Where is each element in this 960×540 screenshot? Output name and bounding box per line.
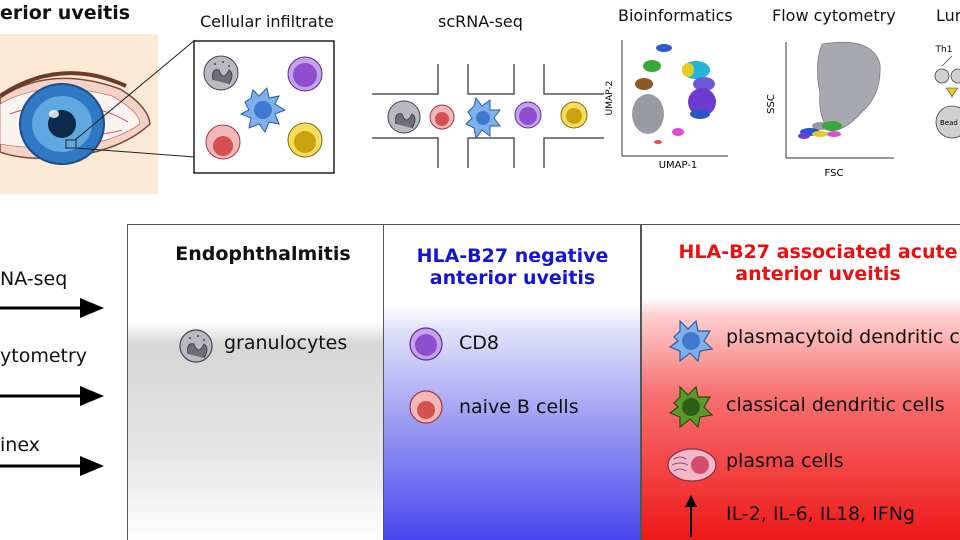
arrow-right-icon: [0, 456, 104, 476]
step-label-bioinformatics: Bioinformatics: [618, 6, 733, 25]
flow-xlabel: FSC: [825, 168, 844, 179]
method-label-luminex: inex: [0, 434, 40, 456]
cell-label-classical-dendritic: classical dendritic cells: [726, 394, 945, 416]
panel-hla-b27-associated: HLA-B27 associated acute anterior uveiti…: [641, 224, 960, 540]
luminex-top-label: Th1: [935, 45, 953, 55]
plasmacytoid-dendritic-cell-icon: [239, 86, 287, 134]
cd8-cell-icon: [514, 101, 542, 129]
cytokine-list: IL-2, IL-6, IL18, IFNg: [726, 503, 916, 525]
eye-illustration: [0, 34, 158, 194]
cell-label-cd8: CD8: [459, 332, 499, 354]
naive-b-cell-icon: [409, 390, 443, 424]
step-label-cellular-infiltrate: Cellular infiltrate: [200, 12, 334, 31]
umap-plot: UMAP-2 UMAP-1: [605, 40, 728, 171]
panel-title-line: Endophthalmitis: [175, 243, 351, 265]
granulocyte-icon: [203, 55, 239, 91]
panel-endophthalmitis: Endophthalmitis granulocytes: [127, 224, 384, 540]
cd8-cell-icon: [287, 56, 323, 92]
yellow-cell-icon: [287, 122, 323, 158]
cell-label-granulocytes: granulocytes: [224, 332, 348, 354]
flow-cytometry-plot: SSC FSC: [766, 41, 894, 179]
panel-hla-b27-negative: HLA-B27 negative anterior uveitis CD8 na…: [384, 224, 641, 540]
plasmacytoid-dendritic-cell-icon: [465, 96, 501, 140]
up-arrow-icon: [685, 495, 697, 537]
cell-label-plasma-cells: plasma cells: [726, 450, 844, 472]
classical-dendritic-cell-icon: [668, 385, 714, 429]
panel-title-line: HLA-B27 associated acute: [678, 241, 958, 263]
panel-title-hla-b27-associated: HLA-B27 associated acute anterior uveiti…: [642, 241, 960, 285]
step-label-scrna-seq: scRNA-seq: [438, 12, 523, 31]
microfluidic-channel: [372, 64, 604, 168]
cell-label-plasmacytoid-dendritic: plasmacytoid dendritic c: [726, 326, 960, 348]
panel-title-line: HLA-B27 negative: [416, 245, 609, 267]
luminex-bead-label: Bead: [940, 119, 958, 127]
umap-xlabel: UMAP-1: [659, 160, 698, 171]
arrow-right-icon: [0, 386, 104, 406]
flow-ylabel: SSC: [766, 94, 777, 114]
naive-b-cell-icon: [429, 104, 455, 130]
plasmacytoid-dendritic-cell-icon: [668, 319, 714, 363]
arrow-right-icon: [0, 298, 104, 318]
cd8-cell-icon: [409, 327, 443, 361]
granulocyte-icon: [387, 100, 421, 134]
page-title: erior uveitis: [0, 2, 131, 24]
naive-b-cell-icon: [205, 124, 241, 160]
cellular-infiltrate-box: [193, 40, 335, 174]
panel-title-line: anterior uveitis: [735, 263, 901, 285]
method-label-flow-cytometry: ytometry: [0, 345, 88, 367]
step-label-flow-cytometry: Flow cytometry: [772, 6, 896, 25]
cell-label-naive-b-cells: naive B cells: [459, 396, 579, 418]
panel-title-hla-b27-negative: HLA-B27 negative anterior uveitis: [384, 245, 641, 289]
umap-ylabel: UMAP-2: [605, 81, 615, 116]
method-label-rna-seq: NA-seq: [0, 268, 68, 290]
zoom-lines: [74, 39, 196, 158]
panel-title-endophthalmitis: Endophthalmitis: [128, 243, 398, 265]
panel-title-line: anterior uveitis: [429, 267, 596, 289]
granulocyte-icon: [179, 329, 213, 363]
yellow-cell-icon: [560, 101, 588, 129]
step-label-luminex: Lum: [936, 6, 960, 25]
luminex-glimpse: Th1 Bead: [935, 45, 960, 139]
plasma-cell-icon: [667, 448, 717, 482]
